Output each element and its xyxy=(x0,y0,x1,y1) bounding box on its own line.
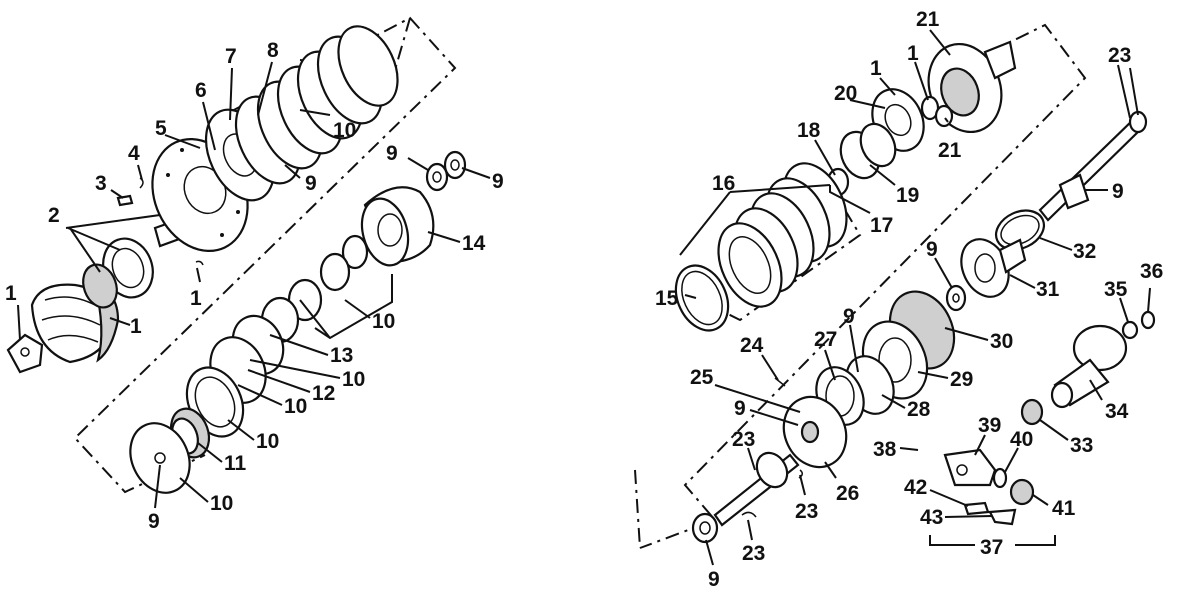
right-leaders xyxy=(679,29,1151,566)
callout-41: 41 xyxy=(1052,497,1076,520)
callout-17: 17 xyxy=(870,214,893,237)
callout-32: 32 xyxy=(1073,240,1096,263)
callout-35: 35 xyxy=(1104,278,1128,301)
callout-23c: 23 xyxy=(795,500,818,523)
callout-16: 16 xyxy=(712,172,735,195)
callout-10f: 10 xyxy=(210,492,233,515)
callout-1d: 1 xyxy=(870,57,882,80)
callout-1c: 1 xyxy=(190,287,202,310)
pin-42 xyxy=(963,501,990,516)
clutch-pack-left xyxy=(204,25,399,202)
screw-part xyxy=(116,194,134,207)
callout-21a: 21 xyxy=(916,8,940,31)
left-leaders xyxy=(17,61,491,509)
hub-31 xyxy=(960,238,1027,298)
bearing-part xyxy=(82,237,154,309)
callout-11: 11 xyxy=(224,452,247,475)
callout-5: 5 xyxy=(155,117,167,140)
clutch-drum-part xyxy=(360,186,435,267)
callout-25: 25 xyxy=(690,366,714,389)
governor-body-39 xyxy=(943,448,997,487)
callout-9h: 9 xyxy=(734,397,746,420)
snap-ring-15 xyxy=(674,264,730,332)
callout-4: 4 xyxy=(128,142,140,165)
callout-1e: 1 xyxy=(907,42,919,65)
output-shaft-part xyxy=(1038,110,1148,222)
callout-6: 6 xyxy=(195,79,207,102)
callout-2: 2 xyxy=(48,204,60,227)
callout-14: 14 xyxy=(462,232,486,255)
callout-10e: 10 xyxy=(256,430,279,453)
output-flange-34 xyxy=(1050,324,1128,409)
callout-27: 27 xyxy=(814,328,837,351)
callout-23a: 23 xyxy=(1108,44,1131,67)
right-assembly: 21 1 20 1 21 18 19 16 17 15 23 9 32 31 9… xyxy=(634,8,1163,591)
part-40 xyxy=(992,467,1008,489)
callout-9c: 9 xyxy=(492,170,504,193)
callout-26: 26 xyxy=(836,482,859,505)
clutch-plates-16 xyxy=(717,162,848,308)
callout-9b: 9 xyxy=(386,142,398,165)
callout-40: 40 xyxy=(1010,428,1033,451)
callout-10b: 10 xyxy=(372,310,395,333)
planetary-carrier-part xyxy=(927,40,1017,134)
ring-stack-left xyxy=(185,234,369,438)
washer-9-right xyxy=(945,284,967,312)
callout-42: 42 xyxy=(904,476,927,499)
callout-3: 3 xyxy=(95,172,107,195)
nut-33 xyxy=(1020,398,1044,426)
washer-part xyxy=(425,162,449,192)
callout-28: 28 xyxy=(907,398,931,421)
callout-9g: 9 xyxy=(843,305,855,328)
callout-12: 12 xyxy=(312,382,335,405)
callout-10a: 10 xyxy=(333,119,356,142)
callout-33: 33 xyxy=(1070,434,1093,457)
thrust-plate-part xyxy=(129,422,191,494)
callout-7: 7 xyxy=(225,45,237,68)
callout-8: 8 xyxy=(267,39,279,62)
callout-9e: 9 xyxy=(1112,180,1124,203)
callout-9i: 9 xyxy=(708,568,720,591)
callout-29: 29 xyxy=(950,368,973,391)
callout-9f: 9 xyxy=(926,238,938,261)
callout-20: 20 xyxy=(834,82,857,105)
callout-18: 18 xyxy=(797,119,821,142)
left-boundary-line xyxy=(73,16,457,494)
callout-24: 24 xyxy=(740,334,764,357)
callout-13: 13 xyxy=(330,344,353,367)
callout-36: 36 xyxy=(1140,260,1163,283)
callout-15: 15 xyxy=(655,287,679,310)
bracket-37 xyxy=(929,535,975,546)
callout-9d: 9 xyxy=(148,510,160,533)
callout-39: 39 xyxy=(978,414,1001,437)
snap-ring-32 xyxy=(994,209,1046,251)
pin-43 xyxy=(988,508,1017,526)
lower-shaft-part xyxy=(691,451,803,544)
callout-10d: 10 xyxy=(284,395,307,418)
callout-37: 37 xyxy=(980,536,1003,559)
callout-19: 19 xyxy=(896,184,919,207)
left-assembly: 1 1 2 3 4 5 6 7 8 10 9 9 9 14 1 10 13 10… xyxy=(5,16,504,533)
callout-34: 34 xyxy=(1105,400,1129,423)
callout-31: 31 xyxy=(1036,278,1060,301)
callout-10c: 10 xyxy=(342,368,365,391)
plug-41 xyxy=(1009,478,1035,506)
part-36 xyxy=(1140,310,1156,330)
small-plate xyxy=(6,333,44,374)
left-callout-labels: 1 1 2 3 4 5 6 7 8 10 9 9 9 14 1 10 13 10… xyxy=(5,39,504,533)
right-callout-labels: 21 1 20 1 21 18 19 16 17 15 23 9 32 31 9… xyxy=(655,8,1163,591)
callout-1a: 1 xyxy=(5,282,17,305)
part-35 xyxy=(1121,320,1139,340)
callout-43: 43 xyxy=(920,506,943,529)
callout-21b: 21 xyxy=(938,139,962,162)
callout-30: 30 xyxy=(990,330,1013,353)
callout-23d: 23 xyxy=(742,542,765,565)
callout-1b: 1 xyxy=(130,315,142,338)
callout-9a: 9 xyxy=(305,172,317,195)
callout-38: 38 xyxy=(873,438,897,461)
callout-23b: 23 xyxy=(732,428,755,451)
